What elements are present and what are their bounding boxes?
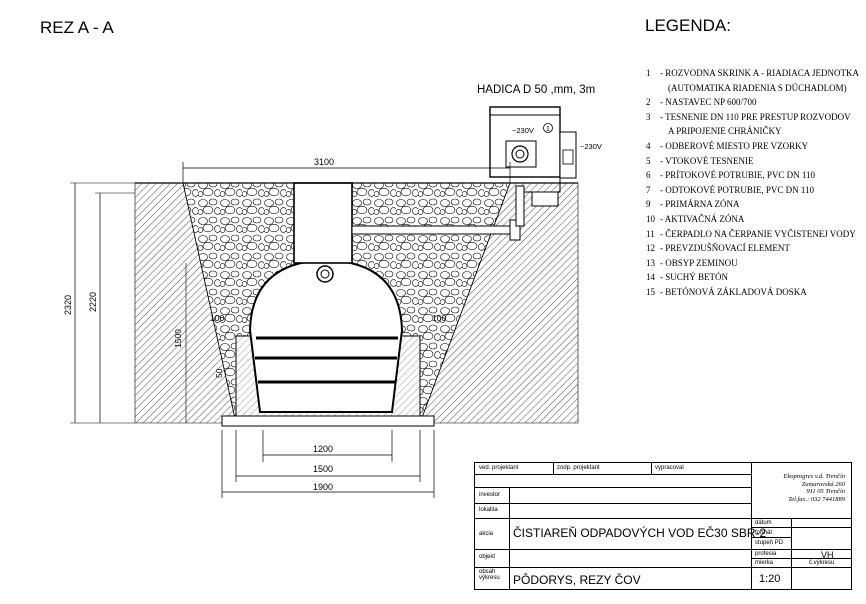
profesia-value: VH	[821, 550, 834, 560]
legend-item: 1- ROZVODNA SKRINK A - RIADIACA JEDNOTKA	[646, 68, 860, 78]
hose-label: HADICA D 50 ,mm, 3m	[477, 84, 595, 96]
company-info: Ekoprogres v.d. Trenčín Zamarovská 260 9…	[783, 473, 845, 503]
label-format: formát	[755, 530, 773, 536]
tank-ribs	[255, 336, 398, 384]
base-slab	[221, 415, 435, 427]
legend-title: LEGENDA:	[645, 16, 731, 35]
legend-item: 13- OBSYP ZEMINOU	[646, 257, 738, 268]
label-c-vykresu: č.výkresu	[809, 560, 835, 566]
dim-2320: 2320	[63, 295, 73, 315]
dim-1500-horizontal: 1500	[313, 464, 333, 474]
label-ved-projektant: ved. projektant	[479, 465, 519, 471]
title-block: ved. projektant zodp. projektant vypraco…	[474, 462, 852, 590]
dim-2220: 2220	[88, 292, 98, 312]
svg-text:1: 1	[546, 126, 550, 133]
legend-item: 7- ODTOKOVÉ POTRUBIE, PVC DN 110	[646, 184, 815, 195]
label-mierka: mierka	[755, 560, 774, 566]
inflow-pipe	[351, 225, 518, 235]
legend-item: 5- VTOKOVÉ TESNENIE	[646, 155, 754, 166]
inlet-seal	[316, 265, 334, 283]
scale-value: 1:20	[759, 573, 781, 585]
label-objekt: objekt	[479, 554, 496, 560]
riser-shaft	[293, 182, 353, 264]
dim-1900: 1900	[313, 482, 333, 492]
dim-3100: 3100	[314, 157, 334, 167]
label-zodp-projektant: zodp. projektant	[557, 465, 600, 471]
drawing-name: PÔDORYS, REZY ČOV	[513, 573, 641, 587]
legend-item: 14- SUCHÝ BETÓN	[646, 272, 729, 283]
legend-item: 4- ODBEROVÉ MIESTO PRE VZORKY	[646, 140, 809, 151]
legend-item: (AUTOMATIKA RIADENIA S DÚCHADLOM)	[668, 82, 847, 93]
dim-100-left: 100	[210, 313, 224, 323]
voltage-box-label: ~230V	[512, 126, 534, 135]
voltage-side-label: ~230V	[580, 142, 602, 151]
section-title: REZ A - A	[40, 18, 114, 37]
dim-50: 50	[214, 368, 224, 378]
label-datum: dátum	[755, 520, 772, 526]
legend-item: 9- PRIMÁRNA ZÓNA	[646, 199, 740, 210]
legend-item: 15- BETÓNOVÁ ZÁKLADOVÁ DOSKA	[646, 286, 807, 297]
legend-item: 3- TESNENIE DN 110 PRE PRESTUP ROZVODOV	[646, 111, 851, 122]
tank-body	[248, 258, 404, 413]
legend-item: A PRIPOJENIE CHRÁNIČKY	[668, 126, 782, 137]
legend-item: 10- AKTIVAČNÁ ZÓNA	[646, 213, 745, 224]
label-lokalita: lokalita	[479, 507, 498, 513]
legend-item: 12- PREVZDUŠŇOVACÍ ELEMENT	[646, 243, 790, 254]
dim-100-right: 100	[432, 313, 446, 323]
label-vypracoval: vypracoval	[655, 465, 684, 471]
legend-item: 2- NASTAVEC NP 600/700	[646, 97, 757, 108]
legend-item: 6- PRÍTOKOVÉ POTRUBIE, PVC DN 110	[646, 170, 816, 181]
legend-list: 1- ROZVODNA SKRINK A - RIADIACA JEDNOTKA…	[646, 66, 859, 300]
dim-1200: 1200	[313, 444, 333, 454]
label-investor: investor	[479, 492, 501, 498]
blower	[505, 140, 537, 168]
legend-item: 11- ČERPADLO NA ČERPANIE VYČISTENEJ VODY	[646, 228, 856, 239]
label-stupen: stupeň PD	[755, 540, 784, 546]
label-profesia: profesia	[755, 551, 777, 557]
callout-1	[543, 123, 553, 133]
project-name: ČISTIAREŇ ODPADOVÝCH VOD EČ30 SBR-2	[513, 526, 767, 540]
label-akcia: akcia	[479, 531, 494, 537]
dim-1500-vertical: 1500	[173, 329, 183, 348]
